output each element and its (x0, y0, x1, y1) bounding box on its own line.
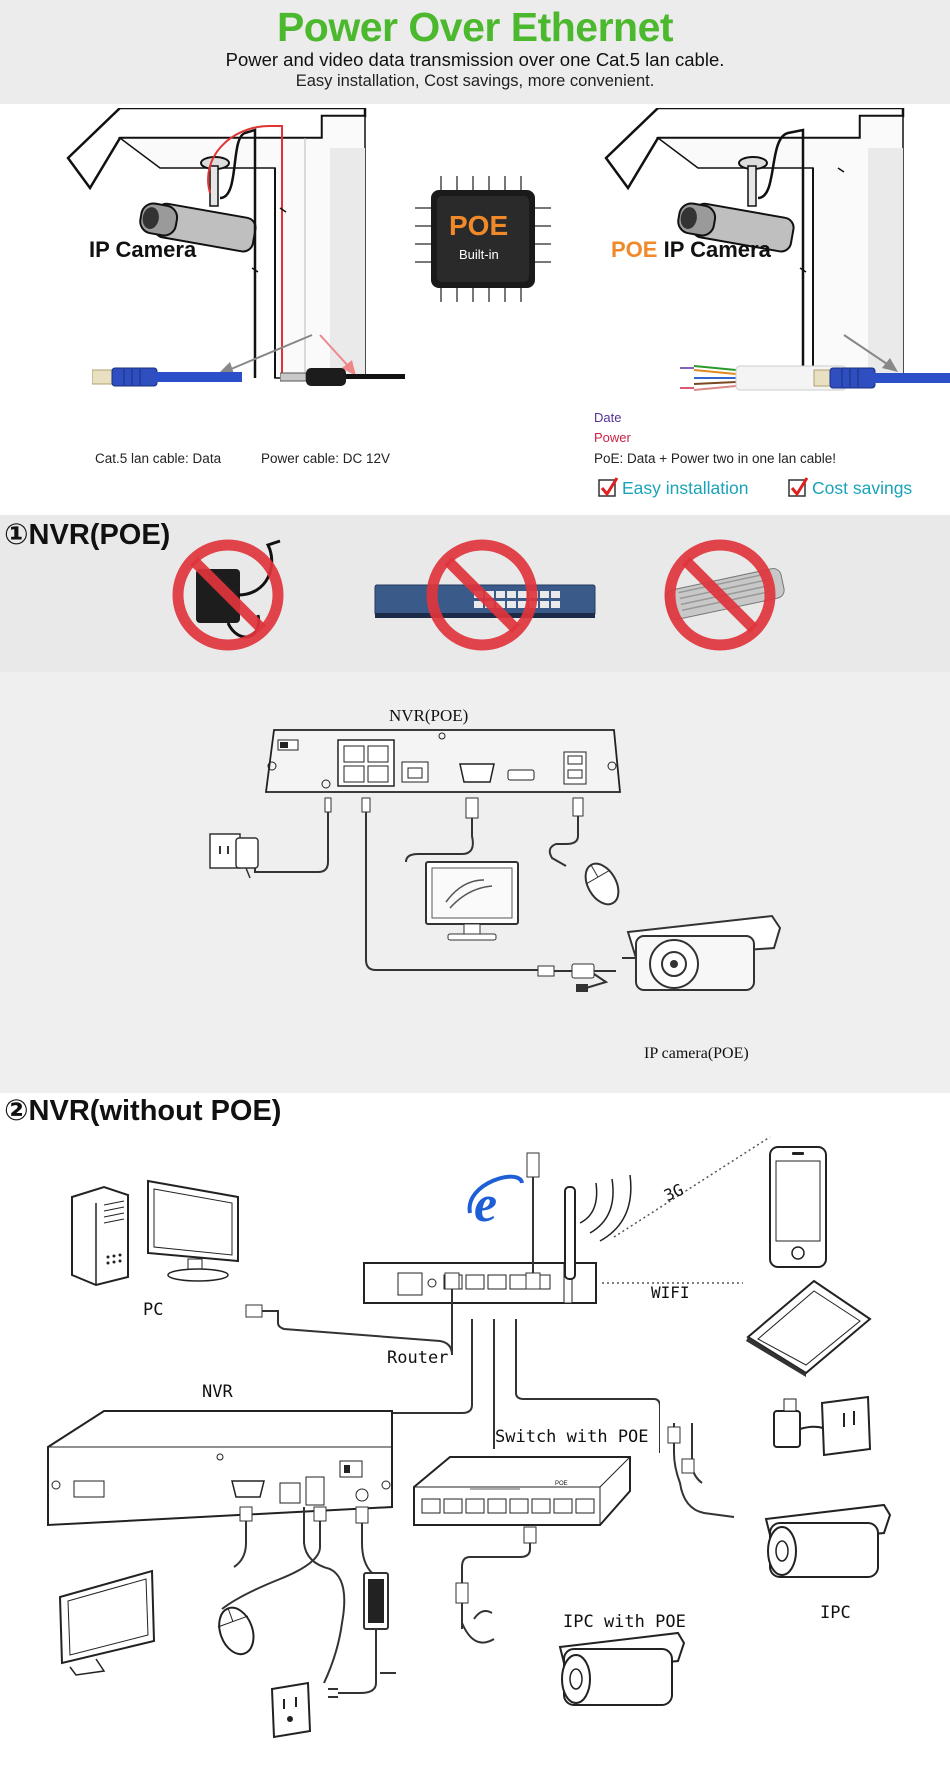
chip-label: POE (449, 210, 509, 241)
wireless-signal-icon (579, 1174, 632, 1242)
internet-explorer-icon: e (467, 1174, 524, 1229)
nvr-icon (264, 729, 621, 793)
nvr-icon (47, 1410, 393, 1527)
dc-plug-icon (280, 368, 405, 386)
poe-chip-icon (415, 176, 551, 302)
monitor-icon (147, 1179, 239, 1282)
nvr-without-poe-diagram: ②NVR(without POE) PC e 3G (0, 1093, 950, 1784)
wire-bundle-icon (680, 365, 950, 391)
section-2-title: ②NVR(without POE) (4, 1095, 282, 1127)
comparison-panel: IP Camera Cat.5 lan cable: Data Power ca… (0, 104, 950, 515)
camera-cable-connectors (537, 963, 616, 992)
benefit-cost-savings: Cost savings (812, 478, 913, 498)
ipc-poe-label: IPC with POE (563, 1612, 686, 1632)
rj45-connector-icon (92, 367, 242, 387)
wire-date-label: Date (594, 410, 622, 425)
wall-socket-icon (270, 1681, 312, 1739)
nvr-peripheral-cables (221, 1506, 396, 1698)
bullet-camera-icon (558, 1631, 686, 1706)
switch-camera-cable (455, 1526, 537, 1644)
poe-caption: PoE: Data + Power two in one lan cable! (594, 451, 837, 466)
nvr-poe-label: NVR(POE) (389, 706, 469, 725)
page-title: Power Over Ethernet (276, 4, 674, 50)
cat5-caption: Cat.5 lan cable: Data (95, 451, 222, 466)
power-adapter-icon (172, 539, 284, 651)
network-switch-icon (413, 1456, 631, 1526)
wifi-label: WIFI (651, 1283, 690, 1302)
checkbox-icon (598, 477, 619, 497)
wifi-link-line (602, 1282, 743, 1284)
ip-camera-icon (66, 108, 367, 379)
pc-tower-icon (71, 1185, 129, 1287)
chip-sublabel: Built-in (459, 247, 499, 262)
nvr-label: NVR (202, 1382, 233, 1402)
header-subtitle-2: Easy installation, Cost savings, more co… (295, 72, 655, 90)
header-banner: Power Over Ethernet Power and video data… (0, 0, 950, 104)
arrow-to-lan (843, 334, 898, 372)
nvr-wiring (254, 797, 584, 971)
right-camera-label-accent: POE (611, 237, 658, 262)
wall-socket-icon (209, 833, 259, 879)
wire-power-label: Power (594, 430, 631, 445)
right-camera-label: POE IP Camera (611, 237, 771, 263)
switch-label: Switch with POE (495, 1427, 649, 1447)
switch-brand-text: POE (555, 1481, 568, 1487)
network-switch-icon (374, 539, 596, 651)
arrow-to-power (319, 334, 356, 376)
svg-text:e: e (474, 1176, 497, 1229)
power-adapter-icon (773, 1395, 872, 1457)
router-antenna (564, 1186, 576, 1280)
smartphone-icon (769, 1146, 827, 1268)
bullet-camera-icon (764, 1503, 892, 1578)
monitor-icon (425, 861, 519, 941)
ipc-label: IPC (820, 1603, 851, 1623)
mouse-icon (217, 1606, 255, 1656)
no-extra-devices-band: ①NVR(POE) (0, 515, 950, 672)
monitor-icon (58, 1569, 156, 1676)
left-camera-label: IP Camera (89, 237, 197, 262)
router-label: Router (387, 1348, 449, 1368)
right-camera-label-rest: IP Camera (657, 237, 771, 262)
3g-link-line (613, 1136, 771, 1238)
pc-label: PC (143, 1300, 164, 1320)
ip-camera-poe-label: IP camera(POE) (644, 1045, 749, 1062)
checkbox-icon (788, 477, 809, 497)
ipc-power-cables (667, 1423, 735, 1518)
mouse-icon (584, 862, 620, 906)
power-caption: Power cable: DC 12V (261, 451, 391, 466)
benefit-easy-installation: Easy installation (622, 478, 749, 498)
injector-icon (664, 539, 785, 651)
laptop-icon (746, 1279, 872, 1377)
section-1-title: ①NVR(POE) (4, 519, 171, 551)
header-subtitle-1: Power and video data transmission over o… (225, 49, 725, 70)
poe-camera-icon (604, 108, 905, 379)
nvr-poe-diagram: NVR(POE) (0, 672, 950, 1093)
bullet-camera-icon (622, 914, 782, 991)
